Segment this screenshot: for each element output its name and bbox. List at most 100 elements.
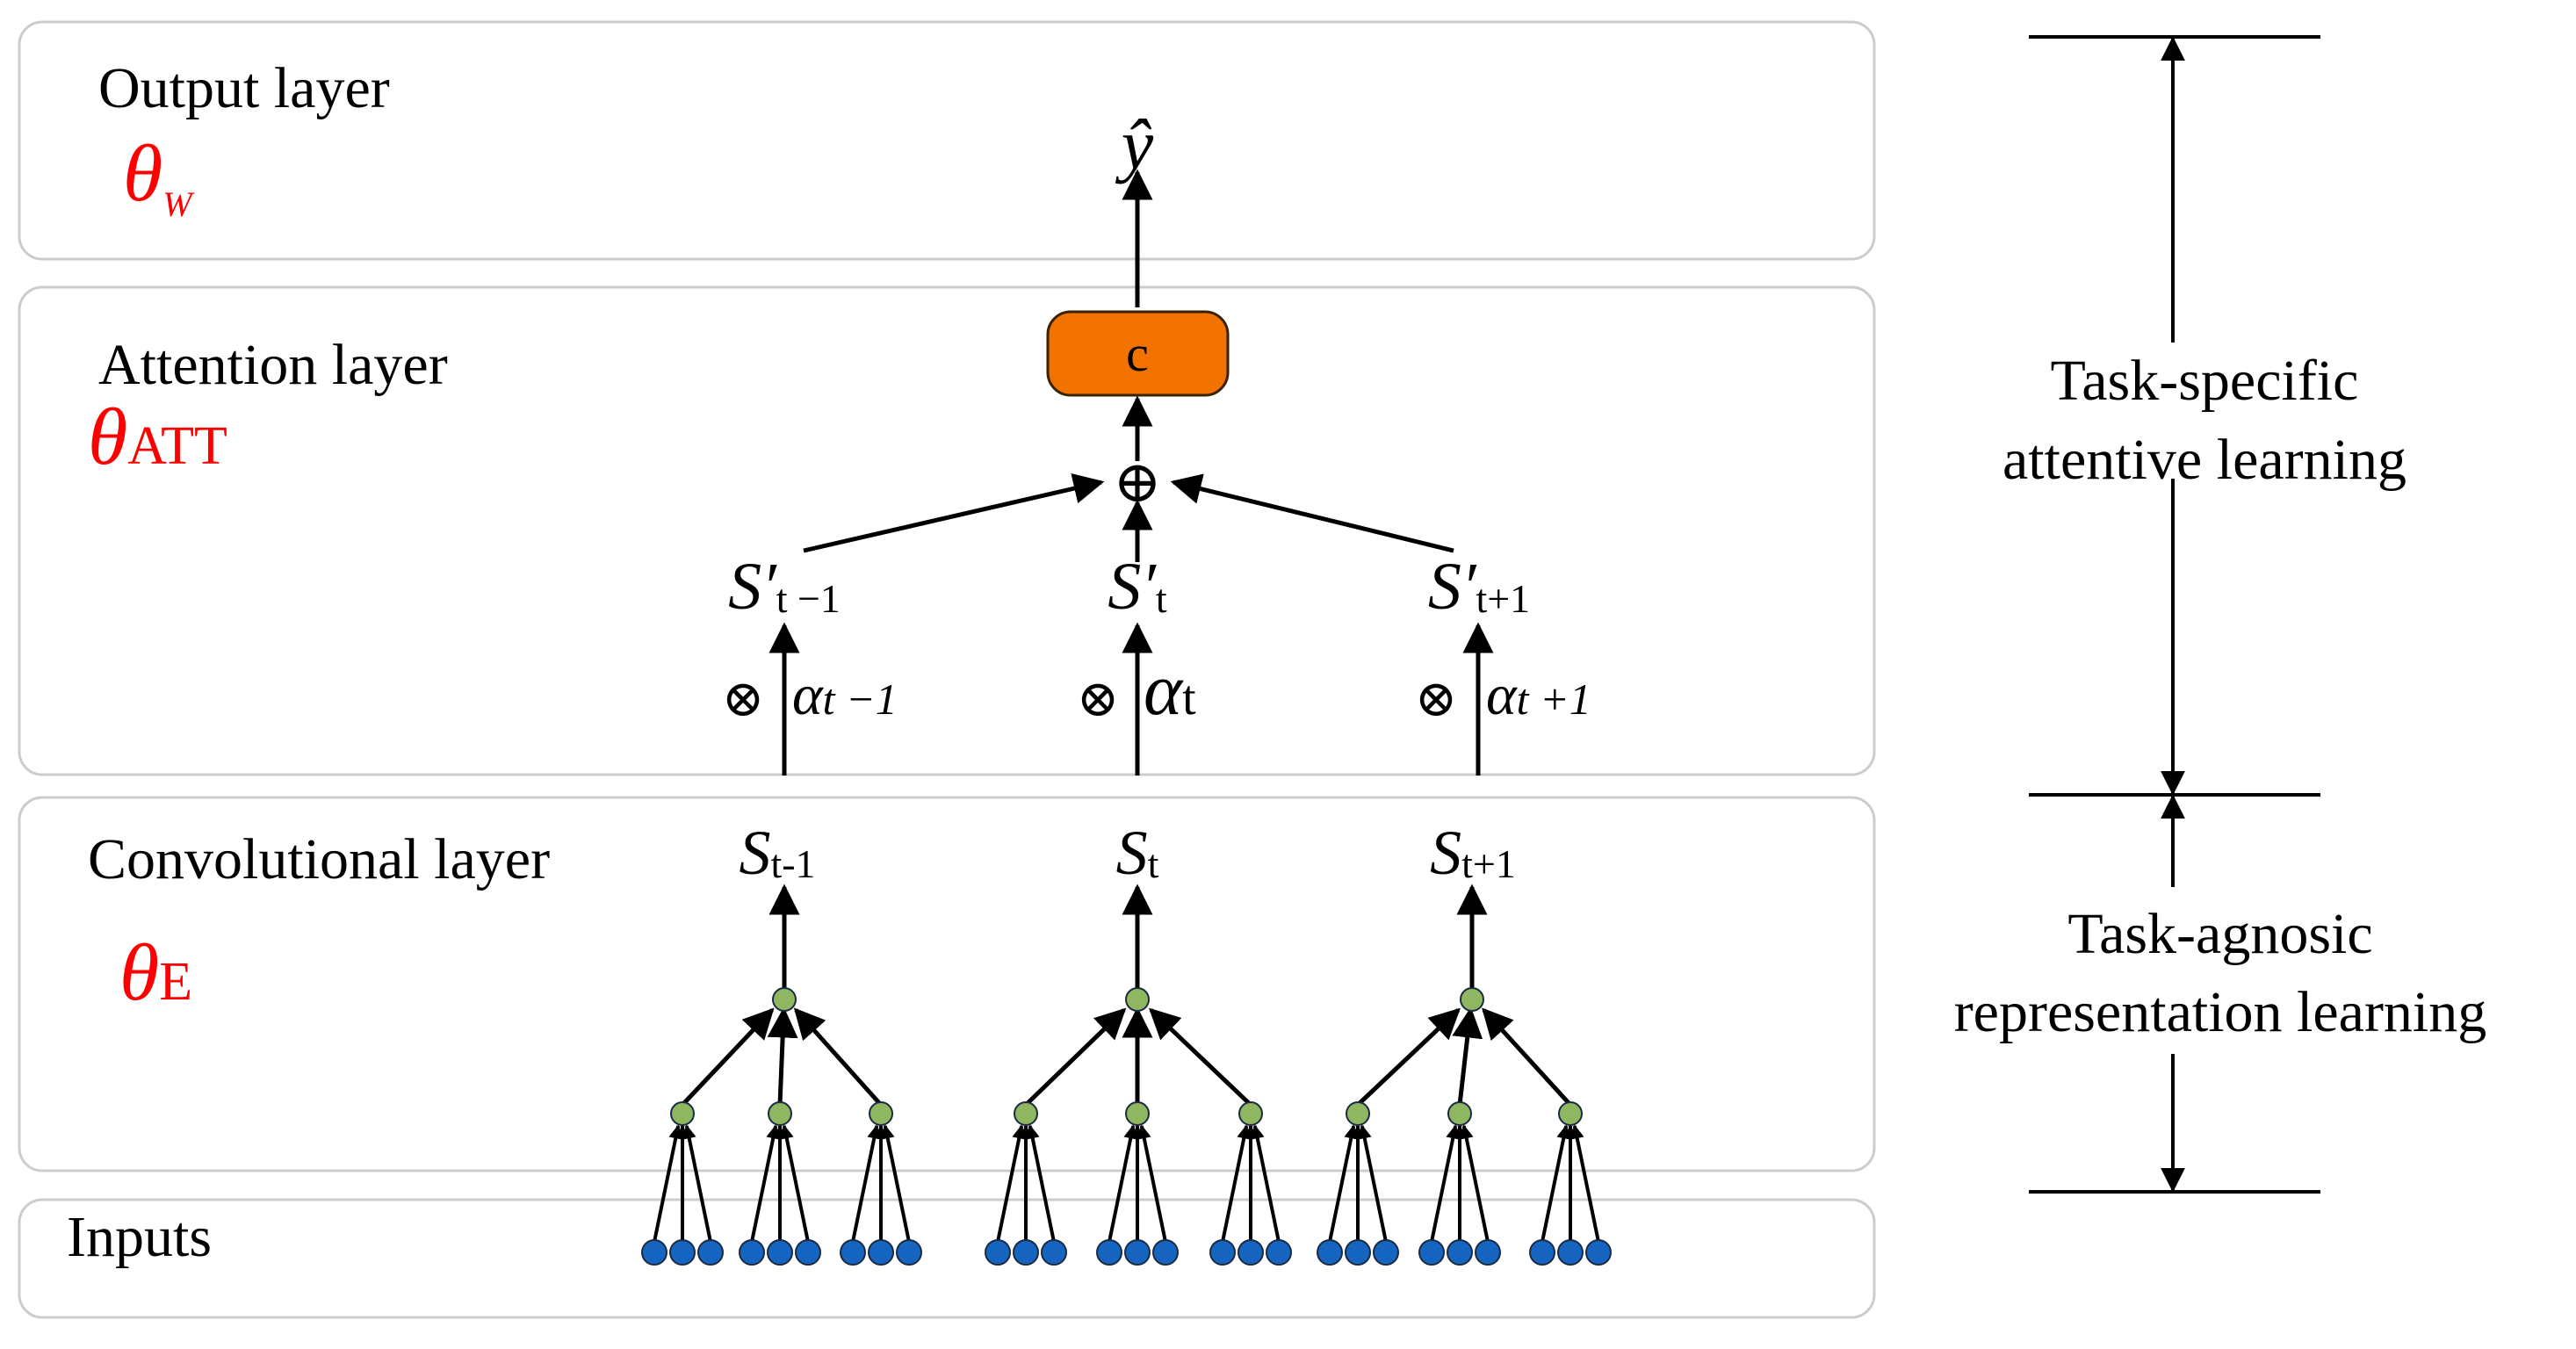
theta-symbol: θ — [119, 927, 159, 1017]
input-node — [1041, 1239, 1067, 1266]
input-node — [795, 1239, 821, 1266]
weighted-state-center: S′t — [1108, 550, 1167, 624]
input-edge — [880, 1124, 911, 1243]
conv-state-left: St-1 — [739, 818, 815, 888]
state-subscript: t+1 — [1476, 576, 1530, 621]
context-vector-box — [1046, 310, 1230, 397]
conv-top-node — [1125, 987, 1150, 1012]
conv-state-center: St — [1116, 818, 1159, 888]
input-node — [868, 1239, 894, 1266]
input-node — [1152, 1239, 1179, 1266]
theta-symbol: θ — [123, 128, 162, 218]
output-param-label: θW — [123, 128, 195, 224]
param-subscript: W — [162, 184, 195, 224]
alpha-subscript: t — [1182, 671, 1196, 725]
input-edge — [653, 1124, 683, 1243]
weighted-state-arrow-right — [1170, 473, 1454, 553]
state-symbol: S′ — [1108, 550, 1157, 624]
state-subscript: t+1 — [1461, 841, 1516, 886]
input-edge — [1328, 1124, 1359, 1243]
param-subscript: E — [159, 952, 192, 1012]
input-node — [1557, 1239, 1584, 1266]
conv-edge — [767, 1006, 798, 1106]
conv-top-node — [1460, 987, 1484, 1012]
weighted-state-right: S′t+1 — [1428, 550, 1530, 624]
conv-state-right: St+1 — [1430, 818, 1516, 888]
conv-top-node — [772, 987, 797, 1012]
state-subscript: t — [1148, 841, 1159, 886]
context-vector-label: c — [1126, 325, 1149, 382]
weighted-state-arrow-left — [803, 473, 1105, 553]
input-edge — [996, 1124, 1027, 1243]
input-node — [985, 1239, 1011, 1266]
conv-hidden-node — [1346, 1101, 1370, 1126]
input-node — [1096, 1239, 1122, 1266]
state-subscript: t-1 — [770, 841, 815, 886]
state-symbol: S′ — [728, 550, 777, 624]
conv-hidden-node — [1125, 1101, 1150, 1126]
input-node — [896, 1239, 922, 1266]
alpha-symbol: α — [1144, 649, 1184, 731]
input-node — [1585, 1239, 1612, 1266]
input-node — [1418, 1239, 1445, 1266]
input-node — [1317, 1239, 1343, 1266]
input-edge — [1569, 1124, 1600, 1243]
inputs-panel — [18, 1198, 1876, 1319]
conv-edge — [681, 1007, 775, 1107]
task-agnostic-label-line1: Task-agnosic — [2067, 902, 2372, 966]
state-symbol: S — [1116, 818, 1148, 888]
input-edge — [779, 1124, 810, 1243]
input-node — [1124, 1239, 1151, 1266]
input-edge — [851, 1124, 882, 1243]
convolutional-layer-panel — [18, 796, 1876, 1172]
conv-edge — [1024, 1007, 1127, 1107]
input-node — [641, 1239, 667, 1266]
input-node — [1447, 1239, 1473, 1266]
times-operator-left: ⊗ — [722, 670, 765, 727]
attention-layer-panel — [18, 285, 1876, 776]
alpha-symbol: α — [792, 663, 824, 727]
state-symbol: S′ — [1428, 550, 1477, 624]
input-edge — [1430, 1124, 1461, 1243]
conv-edge — [1356, 1007, 1461, 1107]
conv-hidden-node — [1014, 1101, 1038, 1126]
times-operator-center: ⊗ — [1077, 670, 1120, 727]
conv-hidden-node — [1447, 1101, 1472, 1126]
input-node — [767, 1239, 793, 1266]
input-node — [1013, 1239, 1039, 1266]
input-node — [669, 1239, 696, 1266]
input-node — [840, 1239, 866, 1266]
attention-param-label: θATT — [88, 392, 227, 481]
state-subscript: t — [1156, 576, 1167, 621]
convolutional-param-label: θE — [119, 927, 192, 1017]
attention-weight-right: αt +1 — [1486, 663, 1591, 727]
input-edge — [1250, 1124, 1281, 1243]
alpha-subscript: t −1 — [823, 674, 898, 724]
input-edge — [1459, 1124, 1490, 1243]
input-node — [1373, 1239, 1399, 1266]
input-node — [1209, 1239, 1236, 1266]
conv-edge — [1452, 1006, 1483, 1106]
task-specific-label-line1: Task-specific — [2051, 349, 2359, 413]
input-edge — [1221, 1124, 1252, 1243]
conv-edge — [793, 1007, 883, 1107]
theta-symbol: θ — [88, 392, 127, 481]
attention-layer-title: Attention layer — [98, 333, 448, 397]
conv-hidden-node — [768, 1101, 792, 1126]
state-subscript: t −1 — [776, 576, 841, 621]
input-node — [739, 1239, 765, 1266]
inputs-title: Inputs — [67, 1205, 212, 1269]
task-agnostic-label-line2: representation learning — [1954, 980, 2487, 1044]
task-specific-label-line2: attentive learning — [2002, 428, 2406, 492]
conv-hidden-node — [1558, 1101, 1583, 1126]
input-node — [1475, 1239, 1501, 1266]
attention-weight-center: αt — [1144, 649, 1196, 731]
input-edge — [1136, 1124, 1167, 1243]
input-node — [1237, 1239, 1264, 1266]
output-layer-panel — [18, 20, 1876, 261]
alpha-symbol: α — [1486, 663, 1518, 727]
input-edge — [750, 1124, 781, 1243]
input-edge — [1108, 1124, 1138, 1243]
input-node — [697, 1239, 724, 1266]
param-subscript: ATT — [127, 416, 227, 476]
